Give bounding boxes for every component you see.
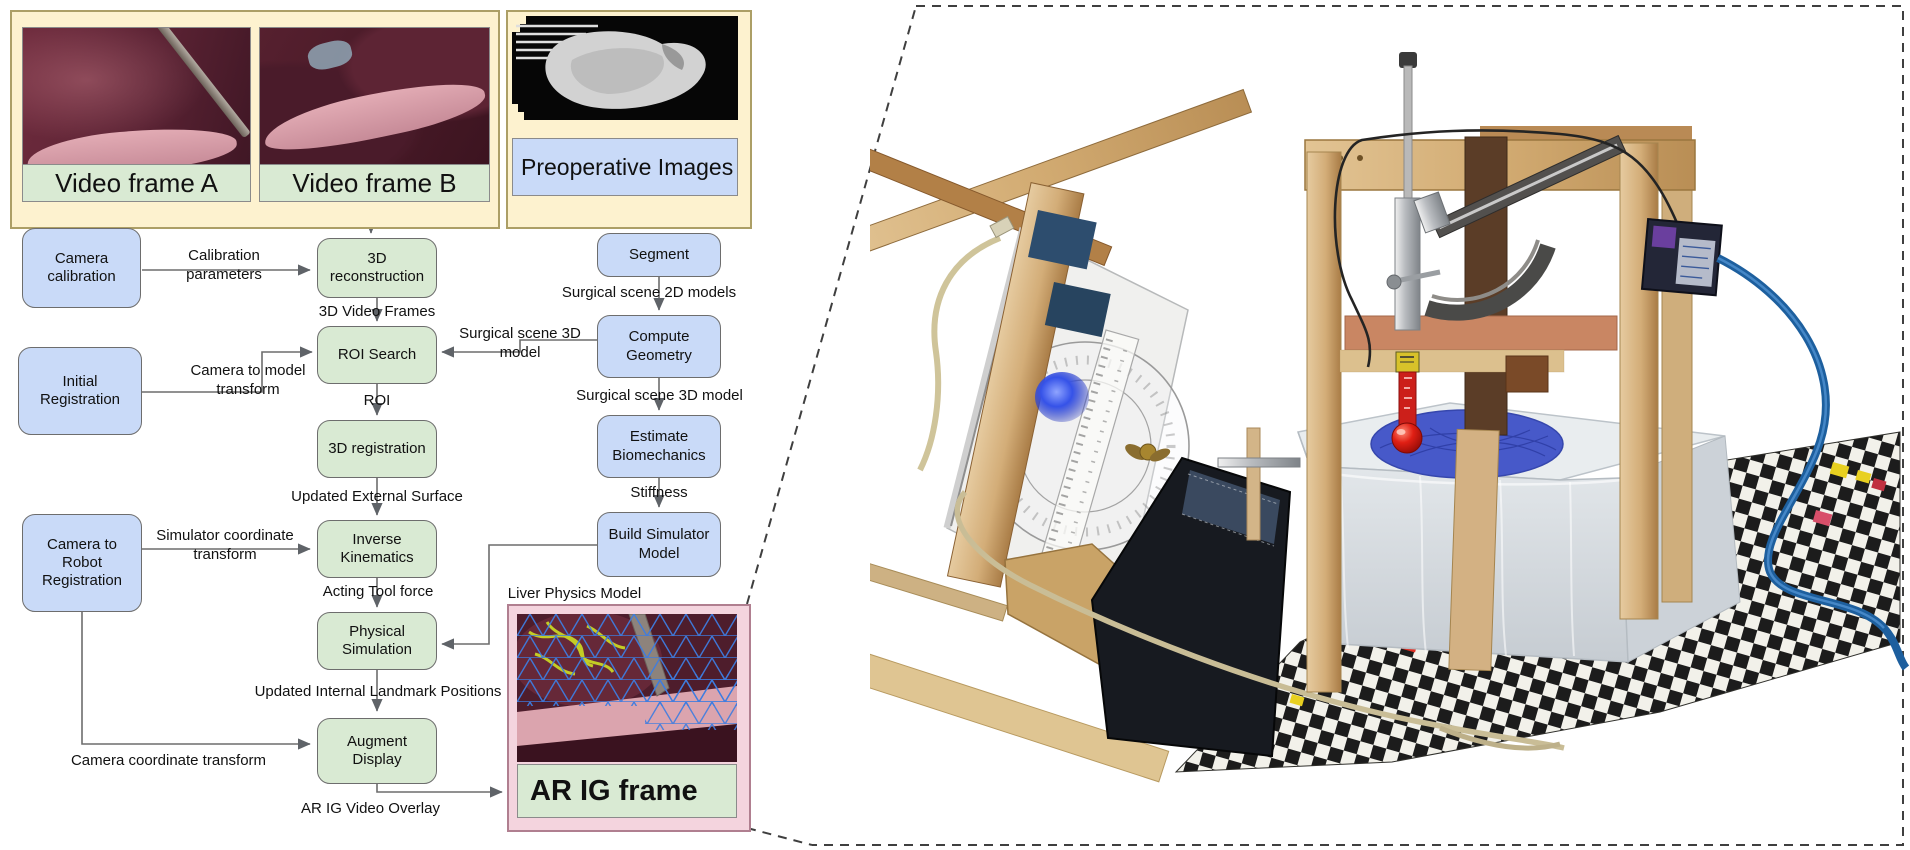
gantry-leg-back-right [1661, 149, 1693, 603]
velcro-patch [1028, 210, 1097, 270]
label-camera-coordinate-transform: Camera coordinate transform [70, 752, 267, 769]
node-3d-reconstruction: 3D reconstruction [317, 238, 437, 298]
node-initial-registration: Initial Registration [18, 347, 142, 435]
node-inverse-kinematics: Inverse Kinematics [317, 520, 437, 578]
node-roi-search: ROI Search [317, 326, 437, 384]
edge-liver-physics-model [441, 544, 597, 650]
surgical-instrument-shape [139, 28, 250, 139]
label-roi: ROI [363, 392, 391, 409]
linear-rail [1431, 134, 1627, 239]
ct-stack-image [512, 16, 738, 120]
video-frame-a-image [22, 27, 251, 166]
node-camera-to-robot-registration: Camera to Robot Registration [22, 514, 142, 612]
label-acting-tool-force: Acting Tool force [322, 583, 434, 600]
preoperative-images-label: Preoperative Images [512, 138, 738, 196]
thermometer-tube [1398, 371, 1417, 427]
blue-ethernet-cable [1716, 254, 1910, 671]
node-3d-registration: 3D registration [317, 420, 437, 478]
actuator-cylinder [1394, 197, 1421, 331]
label-stiffness: Stiffness [630, 484, 688, 501]
node-build-simulator-model: Build Simulator Model [597, 512, 721, 577]
ar-ig-frame-image [517, 614, 737, 762]
label-surgical-scene-2d-models: Surgical scene 2D models [561, 284, 737, 301]
node-estimate-biomechanics: Estimate Biomechanics [597, 415, 721, 478]
edge-ar-ig-overlay [376, 784, 503, 798]
velcro-patch [1044, 282, 1111, 338]
rail-clamp [1413, 191, 1451, 234]
video-frame-b-image [259, 27, 490, 166]
label-3d-video-frames: 3D Video Frames [318, 303, 436, 320]
label-updated-external-surface: Updated External Surface [291, 488, 463, 505]
projected-blue-dot [1035, 372, 1089, 422]
node-physical-simulation: Physical Simulation [317, 612, 437, 670]
edge-camera-to-model [142, 346, 313, 393]
label-ar-ig-video-overlay: AR IG Video Overlay [301, 800, 440, 817]
gantry-leg-front-right [1619, 142, 1659, 620]
black-signal-wire [1333, 129, 1682, 368]
brass-wing-nut [1125, 443, 1171, 462]
label-calibration-parameters: Calibration parameters [186, 247, 262, 283]
label-surgical-scene-3d-model-left: Surgical scene 3D model [459, 325, 581, 361]
edge-3d-model-to-roi [441, 339, 597, 358]
usb-connector [989, 215, 1015, 239]
usb-cable [917, 235, 1002, 472]
label-liver-physics-model: Liver Physics Model [507, 585, 642, 602]
tissue-band-shape [25, 121, 239, 165]
edge-camera-coordinate [81, 612, 311, 750]
node-camera-calibration: Camera calibration [22, 228, 141, 308]
node-compute-geometry: Compute Geometry [597, 315, 721, 378]
video-frame-b-label: Video frame B [259, 164, 490, 202]
label-updated-internal-landmark-positions: Updated Internal Landmark Positions [254, 683, 502, 700]
tissue-band-shape [260, 71, 489, 161]
gantry-leg-front-left [1306, 151, 1342, 693]
video-frame-a-label: Video frame A [22, 164, 251, 202]
floor-cable-tan [954, 490, 1565, 751]
tissue-highlight-shape [305, 37, 355, 73]
ar-ig-frame-label: AR IG frame [517, 764, 737, 818]
node-segment: Segment [597, 233, 721, 277]
crossbar-block [1505, 355, 1549, 393]
metal-protractor-arc [1424, 239, 1556, 321]
indenter-red-ball [1391, 422, 1423, 454]
wooden-gantry-frame [1304, 126, 1696, 693]
adjustment-pin [1386, 274, 1402, 290]
zoom-callout-dashed-lines [746, 5, 1904, 846]
gantry-leg-dark [1464, 136, 1508, 436]
experimental-setup-photo [870, 52, 1910, 783]
label-simulator-coordinate-transform: Simulator coordinate transform [156, 527, 294, 563]
node-augment-display: Augment Display [317, 718, 437, 784]
ct-slice-edges [516, 24, 598, 60]
label-camera-to-model-transform: Camera to model transform [190, 362, 306, 398]
indenter-assembly [1386, 52, 1441, 454]
label-surgical-scene-3d-model-down: Surgical scene 3D model [576, 387, 743, 404]
measurement-easel [870, 88, 1253, 620]
rod-top-knob [1399, 52, 1417, 68]
camera-sensor-box [1640, 217, 1723, 297]
crossbar-salmon [1344, 315, 1618, 351]
cross-stick [1217, 427, 1301, 541]
